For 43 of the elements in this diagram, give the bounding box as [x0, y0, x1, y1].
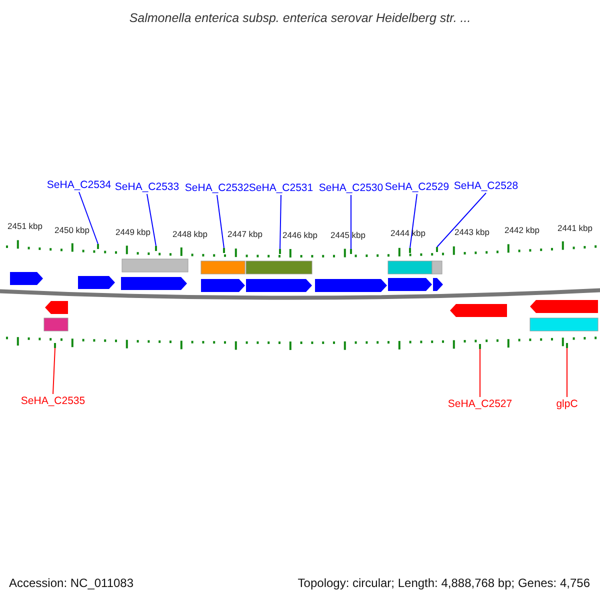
- scale-label: 2444 kbp: [390, 228, 426, 238]
- leader-line: [78, 192, 98, 244]
- gene-label: SeHA_C2527: [448, 398, 512, 411]
- footer-text: Topology: circular; Length: 4,888,768 bp; Genes: 4,756: [298, 575, 590, 592]
- tick-mark: [97, 244, 99, 249]
- leader-line: [52, 348, 56, 394]
- scale-label: 2447 kbp: [228, 229, 262, 239]
- leader-line: [350, 194, 352, 250]
- leader-line: [566, 348, 568, 398]
- tick-mark: [436, 247, 438, 252]
- scale-label: 2443 kbp: [454, 227, 490, 237]
- tick-mark: [54, 343, 56, 348]
- scale-label: 2442 kbp: [504, 225, 540, 235]
- scale-label: 2451 kbp: [8, 221, 42, 231]
- tick-mark: [566, 343, 568, 348]
- scale-label: 2446 kbp: [282, 230, 318, 240]
- scale-label: 2449 kbp: [116, 227, 150, 237]
- gene-label: SeHA_C2529: [384, 181, 450, 194]
- footer-text: Accession: NC_011083: [9, 575, 134, 592]
- scale-label: 2445 kbp: [330, 230, 366, 240]
- scale-label: 2441 kbp: [558, 223, 592, 233]
- gene-label: SeHA_C2531: [248, 182, 314, 195]
- gene-label: SeHA_C2533: [114, 181, 180, 194]
- gene-label: SeHA_C2528: [454, 180, 518, 193]
- leader-line: [216, 194, 224, 248]
- leader-line: [410, 194, 418, 248]
- tick-mark: [223, 248, 225, 253]
- gene-label: SeHA_C2534: [46, 179, 112, 192]
- tick-mark: [155, 246, 157, 251]
- gene-label: SeHA_C2535: [20, 395, 86, 408]
- scale-label: 2450 kbp: [54, 225, 90, 235]
- gene-label: glpC: [556, 398, 578, 411]
- tick-mark: [409, 248, 411, 253]
- gene-label: SeHA_C2532: [184, 182, 250, 195]
- gene-label: SeHA_C2530: [318, 182, 384, 195]
- tick-mark: [279, 249, 281, 254]
- tick-mark: [479, 344, 481, 349]
- leader-line: [146, 194, 156, 246]
- leader-line: [436, 192, 486, 248]
- scale-label: 2448 kbp: [172, 229, 208, 239]
- tick-mark: [350, 249, 352, 254]
- title: Salmonella enterica subsp. enterica serovar Heidelberg str. ...: [128, 10, 472, 27]
- leader-line: [280, 194, 282, 250]
